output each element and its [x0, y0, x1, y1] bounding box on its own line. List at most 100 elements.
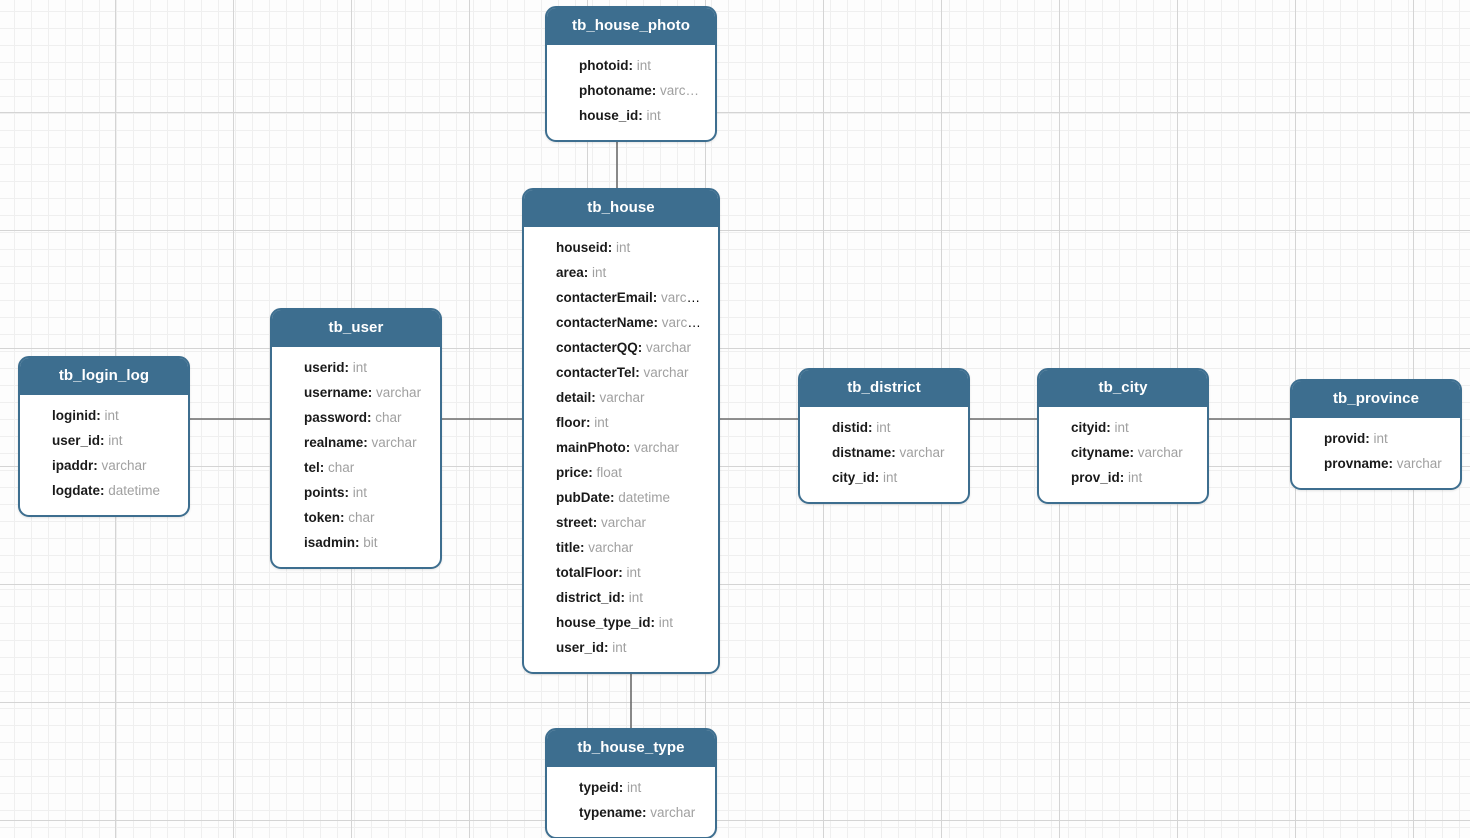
field-row[interactable]: username: varchar [272, 380, 440, 405]
field-type: int [104, 407, 119, 423]
field-type: varchar [601, 514, 647, 530]
entity-title-tb_house_photo[interactable]: tb_house_photo [547, 8, 715, 45]
field-row[interactable]: title: varchar [524, 535, 718, 560]
field-type: float [596, 464, 623, 480]
field-separator: : [363, 434, 372, 450]
field-type: int [592, 264, 607, 280]
entity-title-tb_city[interactable]: tb_city [1039, 370, 1207, 407]
field-name: contacterQQ [556, 339, 638, 355]
field-row[interactable]: userid: int [272, 355, 440, 380]
field-row[interactable]: cityname: varchar [1039, 440, 1207, 465]
field-row[interactable]: logdate: datetime [20, 478, 188, 503]
field-name: distid [832, 419, 868, 435]
field-row[interactable]: detail: varchar [524, 385, 718, 410]
field-separator: : [635, 364, 644, 380]
field-row[interactable]: street: varchar [524, 510, 718, 535]
field-separator: : [637, 339, 647, 355]
field-row[interactable]: typeid: int [547, 775, 715, 800]
field-row[interactable]: isadmin: bit [272, 530, 440, 555]
field-type: varchar [376, 384, 422, 400]
field-name: userid [304, 359, 345, 375]
field-type: bit [363, 534, 378, 550]
field-row[interactable]: price: float [524, 460, 718, 485]
field-row[interactable]: house_type_id: int [524, 610, 718, 635]
field-type: varchar [1137, 444, 1183, 460]
field-separator: : [874, 469, 884, 485]
field-name: contacterEmail [556, 289, 653, 305]
field-row[interactable]: city_id: int [800, 465, 968, 490]
field-row[interactable]: tel: char [272, 455, 440, 480]
field-separator: : [618, 779, 628, 795]
field-row[interactable]: floor: int [524, 410, 718, 435]
field-separator: : [650, 614, 659, 630]
field-separator: : [1365, 430, 1374, 446]
field-row[interactable]: contacterTel: varchar [524, 360, 718, 385]
field-row[interactable]: cityid: int [1039, 415, 1207, 440]
field-separator: : [652, 289, 662, 305]
field-row[interactable]: user_id: int [20, 428, 188, 453]
field-name: provname [1324, 455, 1389, 471]
field-row[interactable]: provid: int [1292, 426, 1460, 451]
field-row[interactable]: token: char [272, 505, 440, 530]
field-row[interactable]: district_id: int [524, 585, 718, 610]
field-row[interactable]: photoid: int [547, 53, 715, 78]
field-separator: : [1106, 419, 1115, 435]
field-name: isadmin [304, 534, 356, 550]
field-type: char [375, 409, 402, 425]
field-row[interactable]: photoname: varc… [547, 78, 715, 103]
field-type: varchar [101, 457, 147, 473]
field-row[interactable]: points: int [272, 480, 440, 505]
field-row[interactable]: contacterEmail: varchar [524, 285, 718, 310]
field-row[interactable]: houseid: int [524, 235, 718, 260]
field-row[interactable]: house_id: int [547, 103, 715, 128]
field-row[interactable]: loginid: int [20, 403, 188, 428]
entity-title-tb_house_type[interactable]: tb_house_type [547, 730, 715, 767]
field-separator: : [868, 419, 877, 435]
entity-title-tb_province[interactable]: tb_province [1292, 381, 1460, 418]
field-type: int [628, 589, 644, 605]
field-name: user_id [52, 432, 101, 448]
field-separator: : [588, 464, 597, 480]
field-type: int [1128, 469, 1143, 485]
entity-title-tb_user[interactable]: tb_user [272, 310, 440, 347]
field-row[interactable]: ipaddr: varchar [20, 453, 188, 478]
field-row[interactable]: realname: varchar [272, 430, 440, 455]
field-type: int [626, 564, 641, 580]
field-row[interactable]: prov_id: int [1039, 465, 1207, 490]
field-separator: : [620, 589, 629, 605]
field-row[interactable]: totalFloor: int [524, 560, 718, 585]
field-row[interactable]: pubDate: datetime [524, 485, 718, 510]
field-row[interactable]: area: int [524, 260, 718, 285]
field-row[interactable]: password: char [272, 405, 440, 430]
field-name: typename [579, 804, 643, 820]
field-row[interactable]: mainPhoto: varchar [524, 435, 718, 460]
field-row[interactable]: contacterQQ: varchar [524, 335, 718, 360]
entity-title-tb_district[interactable]: tb_district [800, 370, 968, 407]
field-name: house_id [579, 107, 639, 123]
field-name: tel [304, 459, 320, 475]
field-row[interactable]: distid: int [800, 415, 968, 440]
field-row[interactable]: provname: varchar [1292, 451, 1460, 476]
field-name: district_id [556, 589, 621, 605]
field-row[interactable]: user_id: int [524, 635, 718, 660]
field-type: int [352, 359, 368, 375]
field-row[interactable]: distname: varchar [800, 440, 968, 465]
field-row[interactable]: contacterName: varchar [524, 310, 718, 335]
entity-title-tb_house[interactable]: tb_house [524, 190, 718, 227]
field-row[interactable]: typename: varchar [547, 800, 715, 825]
entity-title-tb_login_log[interactable]: tb_login_log [20, 358, 188, 395]
